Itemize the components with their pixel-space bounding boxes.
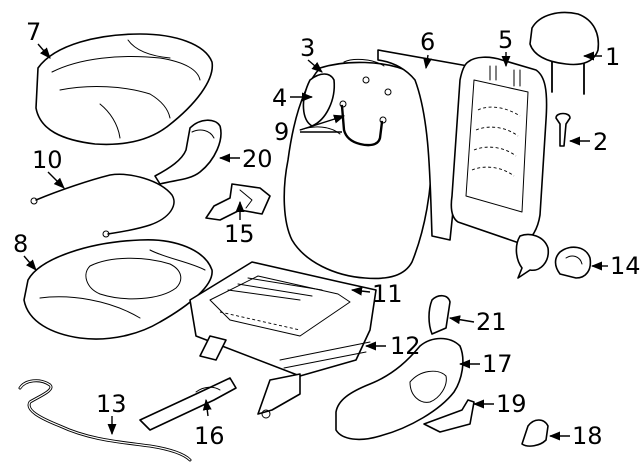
callout-14: 14 [610,252,640,280]
part-15-bracket [205,183,271,221]
callout-19: 19 [496,390,527,418]
part-1-headrest [529,11,600,95]
leader-7 [37,43,51,59]
callout-20: 20 [242,145,273,173]
callout-21: 21 [476,308,507,336]
callout-5: 5 [498,26,513,54]
part-4-side-piece [302,73,336,127]
callout-10: 10 [32,146,63,174]
callout-4: 4 [272,84,287,112]
leader-8 [23,255,37,271]
part-11-12-seat-frame [189,261,377,419]
part-6-panel [377,49,469,241]
callout-1: 1 [605,43,620,71]
part-14-cover [554,246,592,279]
leader-3 [307,59,323,73]
leader-lines [23,43,608,441]
leader-6 [423,54,432,70]
part-9-headrest-guides [339,100,387,147]
callout-16: 16 [194,422,225,450]
callout-18: 18 [572,422,603,450]
part-13-wire-harness [18,379,192,462]
callout-12: 12 [390,332,421,360]
leader-9a [299,114,346,131]
callout-9: 9 [274,118,289,146]
part-5-seat-back-frame [450,56,550,279]
part-10-wire [30,173,175,238]
part-18-knob [521,419,549,447]
part-20-cover [154,119,222,185]
callout-13: 13 [96,390,127,418]
leader-21 [448,315,475,325]
callout-7: 7 [26,18,41,46]
callout-6: 6 [420,28,435,56]
part-2-guide-pin [555,112,571,147]
callout-8: 8 [13,230,28,258]
callout-11: 11 [372,280,403,308]
part-16-rail-cover [139,377,237,431]
leader-16 [202,398,212,417]
callout-labels: 1 2 3 4 5 6 7 8 9 10 11 12 13 14 15 16 1… [13,18,640,450]
part-7-seat-cushion-cover [35,33,214,146]
leader-11 [350,286,371,296]
leader-10 [47,171,65,189]
callout-3: 3 [300,34,315,62]
callout-2: 2 [593,128,608,156]
part-8-seat-cushion-pad [23,239,213,340]
callout-15: 15 [224,220,255,248]
part-17-side-shield [335,337,464,441]
callout-17: 17 [482,350,513,378]
part-21-bracket [428,294,451,335]
